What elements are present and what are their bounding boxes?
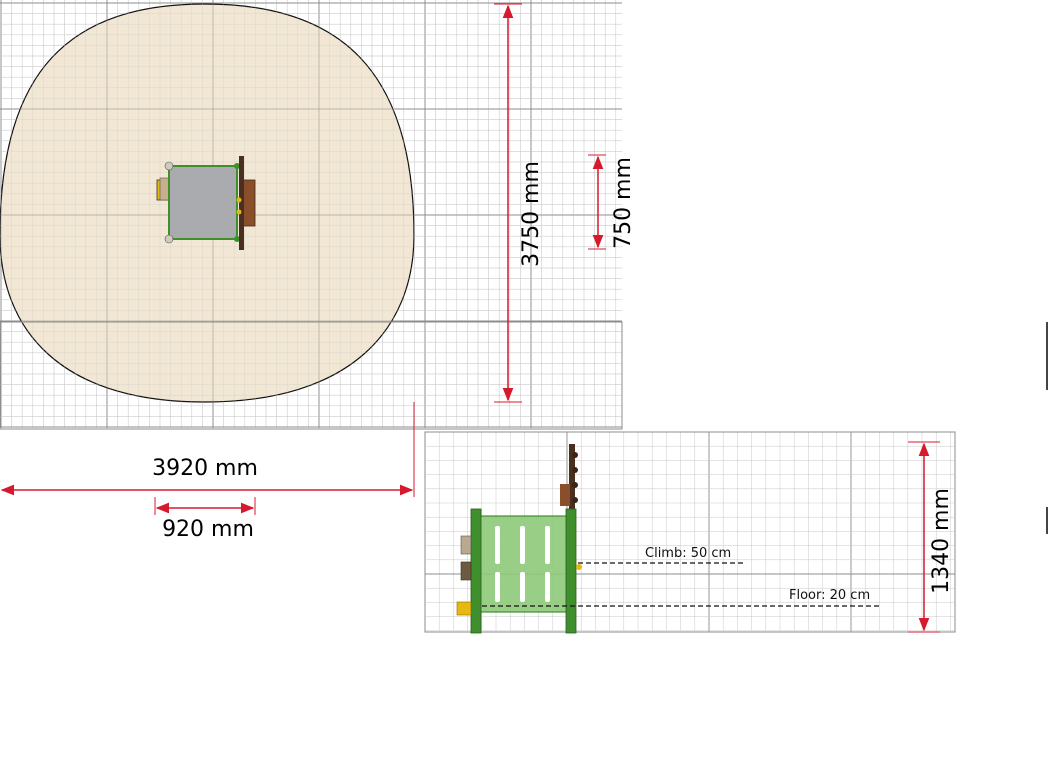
side-view: Climb: 50 cm Floor: 20 cm 1340 mm (424, 431, 956, 634)
mesh-slot (520, 526, 525, 564)
dim-item-depth-label: 750 mm (611, 157, 636, 249)
plan-grid-band (0, 321, 623, 430)
dim-side-height-label: 1340 mm (929, 488, 954, 594)
equipment-post (164, 161, 174, 171)
dim-height-label: 3750 mm (519, 161, 544, 267)
equipment-plan (156, 156, 256, 250)
side-step (456, 601, 472, 616)
equipment-deck (168, 165, 238, 240)
equipment-yellow-knob (236, 197, 242, 203)
side-handle (460, 535, 472, 555)
climb-hold (572, 482, 578, 488)
climb-hold (572, 467, 578, 473)
equipment-post (234, 163, 240, 169)
mesh-slot (495, 572, 500, 602)
post-left (470, 508, 482, 634)
plan-view: 3920 mm 920 mm 3750 mm 750 mm (0, 0, 636, 542)
side-grid (425, 432, 955, 632)
equipment-post (164, 234, 174, 244)
equipment-side (456, 444, 582, 634)
floor-label: Floor: 20 cm (789, 588, 870, 603)
mesh-slot (545, 526, 550, 564)
yellow-knob (576, 564, 582, 570)
climb-hold (572, 452, 578, 458)
equipment-climb-post (239, 156, 244, 250)
dim-item-width-label: 920 mm (162, 517, 254, 542)
mesh-slot (520, 572, 525, 602)
climb-hold (572, 497, 578, 503)
mesh-slot (545, 572, 550, 602)
side-handle (460, 561, 472, 581)
climb-board (560, 484, 570, 506)
climb-label: Climb: 50 cm (645, 546, 731, 561)
mesh-slot (495, 526, 500, 564)
dim-width-label: 3920 mm (152, 456, 258, 481)
equipment-post (234, 236, 240, 242)
equipment-yellow-knob (236, 209, 242, 215)
post-right (565, 508, 577, 634)
climb-pole (569, 444, 575, 564)
